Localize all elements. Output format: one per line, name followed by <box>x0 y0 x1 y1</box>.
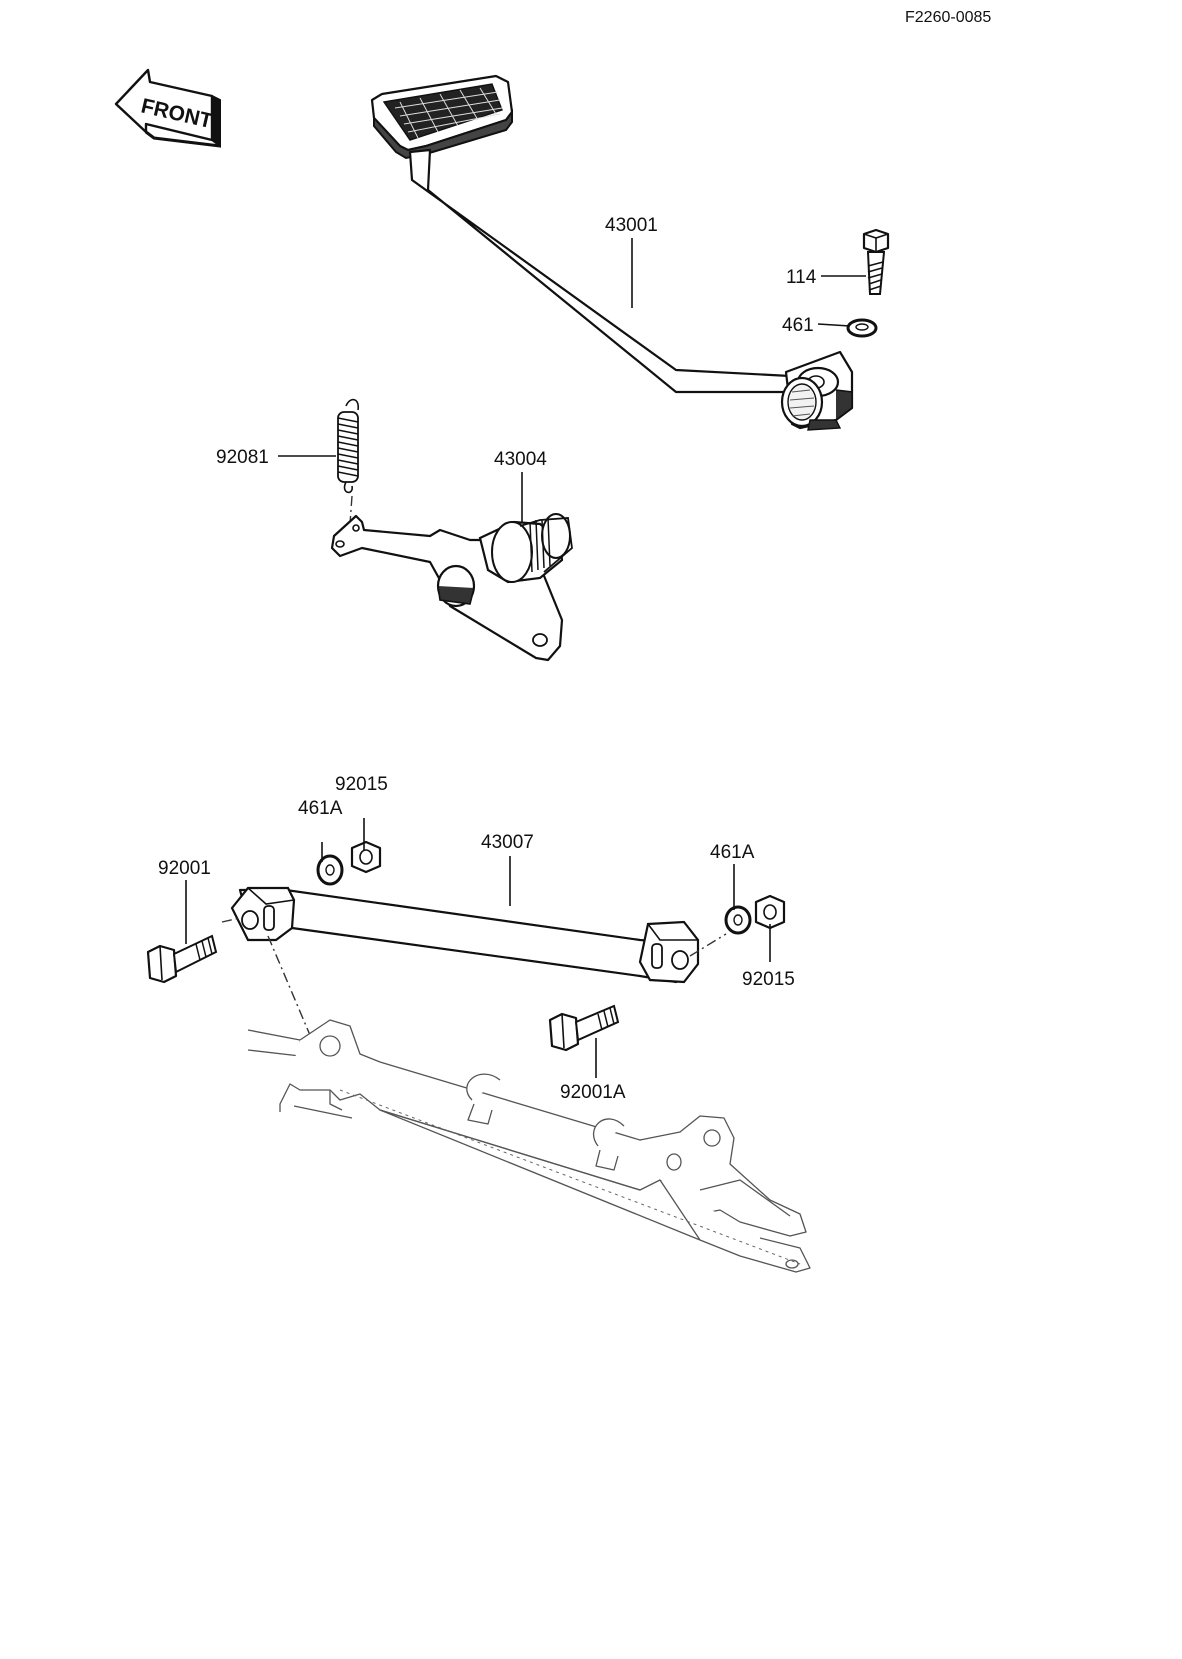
swingarm-frame <box>247 1019 811 1273</box>
bolt-92001 <box>146 934 218 984</box>
nut-92015-left <box>350 840 382 874</box>
callout-92001: 92001 <box>158 858 211 879</box>
callout-461: 461 <box>782 315 814 336</box>
callout-92081: 92081 <box>216 447 269 468</box>
spring-92081 <box>337 398 360 494</box>
washer-461a-left <box>316 854 344 886</box>
callout-461a-left: 461A <box>298 798 343 819</box>
callout-92001a: 92001A <box>560 1082 626 1103</box>
callout-114: 114 <box>786 267 817 288</box>
callout-43004: 43004 <box>494 449 547 470</box>
document-id: F2260-0085 <box>905 9 991 26</box>
callout-461a-right: 461A <box>710 842 755 863</box>
bolt-92001a <box>548 1004 620 1052</box>
leader-lines <box>185 238 866 1078</box>
callout-92015-left: 92015 <box>335 774 388 795</box>
lever-shaft-43004 <box>330 495 573 662</box>
nut-92015-right <box>754 894 786 930</box>
callout-43001: 43001 <box>605 215 658 236</box>
washer-461a-right <box>724 905 752 935</box>
bolt-114 <box>862 228 890 295</box>
callout-92015-right: 92015 <box>742 969 795 990</box>
washer-461 <box>846 318 878 338</box>
brake-rod-43007 <box>230 886 700 984</box>
front-arrow-icon: FRONT <box>114 68 221 148</box>
callout-43007: 43007 <box>481 832 534 853</box>
brake-pedal-43001 <box>370 74 854 431</box>
